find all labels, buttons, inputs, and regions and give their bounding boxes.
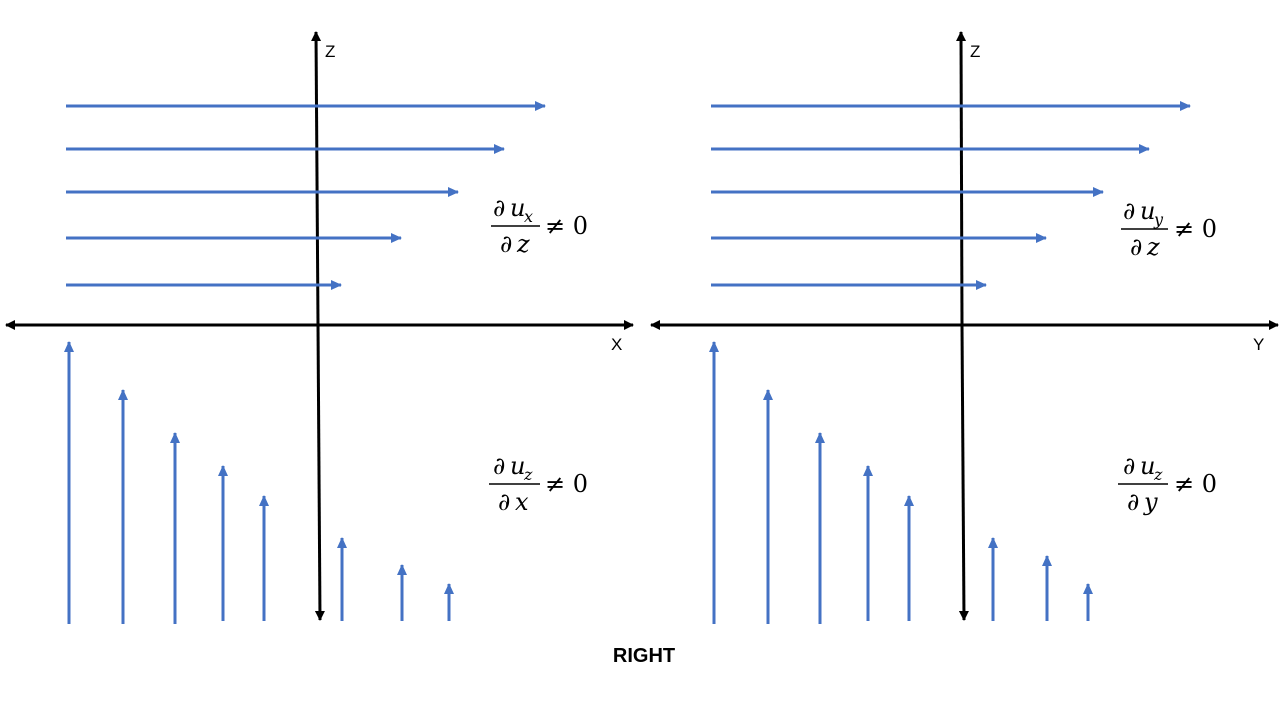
- figure-caption: RIGHT: [613, 645, 675, 667]
- denominator-variable: y: [1143, 488, 1158, 516]
- partial-symbol: ∂: [500, 230, 512, 258]
- axis-arrow: [311, 31, 322, 326]
- partial-symbol: ∂: [493, 452, 505, 480]
- not-equal-zero: ≠ 0: [1174, 470, 1217, 498]
- not-equal-zero: ≠ 0: [1174, 215, 1217, 243]
- vertical-axis: [311, 31, 325, 621]
- partial-symbol: ∂: [1127, 488, 1139, 516]
- not-equal-zero: ≠ 0: [545, 470, 588, 498]
- axis-arrow: [956, 31, 967, 326]
- partial-symbol: ∂: [498, 488, 510, 516]
- vertical-axis-label: Z: [325, 42, 335, 61]
- partial-symbol: ∂: [493, 194, 505, 222]
- partial-symbol: ∂: [1123, 452, 1135, 480]
- velocity-subscript: z: [523, 465, 533, 484]
- denominator-variable: z: [516, 230, 530, 258]
- axis-arrow: [958, 324, 969, 621]
- vertical-velocity-arrows: [709, 341, 1093, 624]
- horizontal-axis-label: Y: [1253, 335, 1264, 354]
- vertical-axis-label: Z: [970, 42, 980, 61]
- not-equal-zero: ≠ 0: [545, 212, 588, 240]
- partial-symbol: ∂: [1123, 197, 1135, 225]
- horizontal-velocity-arrows: [711, 101, 1191, 290]
- axis-arrow: [314, 324, 325, 621]
- equation-dux-dz: ∂ u x ∂ z ≠ 0: [491, 194, 588, 258]
- equation-duy-dz: ∂ u y ∂ z ≠ 0: [1121, 197, 1217, 261]
- horizontal-velocity-arrows: [66, 101, 546, 290]
- equation-duz-dx: ∂ u z ∂ x ≠ 0: [489, 452, 588, 516]
- equation-duz-dy: ∂ u z ∂ y ≠ 0: [1118, 452, 1217, 516]
- panel-left: Z X ∂ u x ∂ z ≠ 0: [5, 31, 634, 624]
- velocity-subscript: y: [1153, 210, 1164, 229]
- horizontal-axis-label: X: [611, 335, 622, 354]
- vertical-velocity-arrows: [64, 341, 454, 624]
- denominator-variable: z: [1146, 233, 1160, 261]
- velocity-subscript: x: [524, 207, 533, 226]
- velocity-symbol: u: [1140, 197, 1155, 225]
- panel-right: Z Y ∂ u y ∂ z ≠ 0: [650, 31, 1279, 624]
- velocity-symbol: u: [510, 194, 525, 222]
- vertical-axis: [956, 31, 969, 621]
- velocity-subscript: z: [1153, 465, 1163, 484]
- velocity-symbol: u: [510, 452, 525, 480]
- partial-symbol: ∂: [1130, 233, 1142, 261]
- denominator-variable: x: [515, 488, 529, 516]
- velocity-symbol: u: [1140, 452, 1155, 480]
